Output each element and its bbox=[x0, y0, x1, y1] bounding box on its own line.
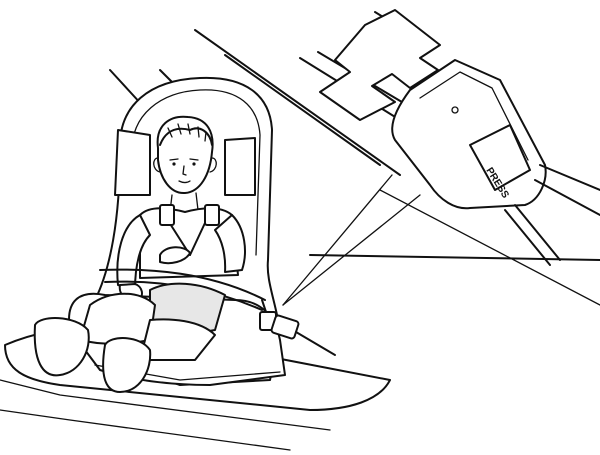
child-figure bbox=[33, 115, 266, 393]
vehicle-seat-back bbox=[109, 29, 600, 306]
vehicle-belt-buckle-small bbox=[259, 299, 336, 356]
buckle-detail[interactable]: PRESS bbox=[299, 9, 600, 266]
harness-clip-right bbox=[204, 204, 220, 226]
callout-lines bbox=[282, 174, 421, 306]
harness-clip-left bbox=[159, 204, 175, 226]
release-button bbox=[469, 124, 531, 191]
latch-plate bbox=[319, 9, 441, 121]
